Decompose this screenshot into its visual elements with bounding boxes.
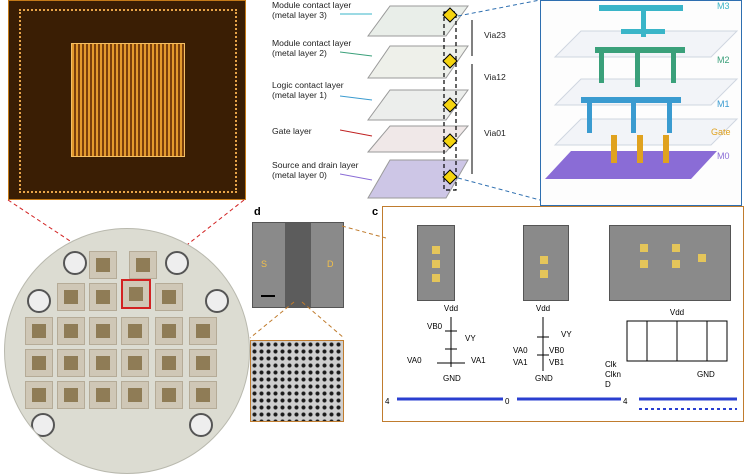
wafer-chip — [89, 283, 117, 311]
inv-vy: VY — [465, 334, 476, 343]
wafer-chip — [57, 381, 85, 409]
inv-vb0: VB0 — [427, 322, 443, 331]
wafer-chip — [155, 349, 183, 377]
stack-label-m2: M2 — [717, 55, 730, 65]
wafer-chip — [25, 317, 53, 345]
via23-label: Via23 — [484, 30, 506, 40]
seal-icon — [165, 251, 189, 275]
layer-label-gate: Gate layer — [272, 126, 312, 136]
via01-label: Via01 — [484, 128, 506, 138]
nand-va1: VA1 — [513, 358, 528, 367]
wafer-chip — [189, 349, 217, 377]
source-label: S — [261, 259, 268, 269]
nand-gnd: GND — [535, 374, 553, 383]
wafer-chip — [121, 317, 149, 345]
die-pad-ring — [19, 9, 237, 193]
d-to-c-connector — [342, 225, 386, 239]
seal-icon — [31, 413, 55, 437]
dff-clkn: Clkn — [605, 370, 621, 379]
wafer-chip — [89, 251, 117, 279]
drain-label: D — [327, 259, 334, 269]
sem-inverter — [417, 225, 455, 301]
wafer-chip — [155, 317, 183, 345]
chip-die-image — [8, 0, 246, 200]
stack-label-gate: Gate — [711, 127, 731, 137]
sem-dff — [609, 225, 731, 301]
panel-label-d: d — [254, 206, 261, 218]
wafer-chip — [25, 349, 53, 377]
plot-tick-1: 4 — [385, 397, 390, 406]
panel-c-frame: Vdd VB0 VY VA0 VA1 GND Vdd VY VA0 VB0 VA… — [382, 206, 744, 422]
dff-vdd: Vdd — [670, 308, 684, 317]
wafer-chip — [121, 381, 149, 409]
wafer-chip — [25, 381, 53, 409]
zoom-connector — [249, 301, 345, 339]
layer-label-m3: Module contact layer (metal layer 3) — [272, 0, 352, 20]
wafer-chip — [89, 317, 117, 345]
seal-icon — [27, 289, 51, 313]
waveforms — [397, 397, 737, 410]
seal-icon — [205, 289, 229, 313]
scale-bar — [261, 295, 275, 297]
layer-label-m1: Logic contact layer (metal layer 1) — [272, 80, 344, 100]
wafer-chip — [129, 251, 157, 279]
inv-va1: VA1 — [471, 356, 486, 365]
wafer-chip — [57, 317, 85, 345]
schematics: Vdd VB0 VY VA0 VA1 GND Vdd VY VA0 VB0 VA… — [407, 304, 728, 389]
nand-vb0: VB0 — [549, 346, 565, 355]
3d-stack-drawing — [545, 5, 739, 179]
seal-icon — [189, 413, 213, 437]
stack-label-m3: M3 — [717, 1, 730, 11]
layer-label-m2: Module contact layer (metal layer 2) — [272, 38, 352, 58]
plot-tick-2: 0 — [505, 397, 510, 406]
wafer-chip — [57, 283, 85, 311]
3d-layer-stack: M3 M2 M1 Gate M0 — [540, 0, 742, 206]
sem-nand — [523, 225, 569, 301]
panel-label-c: c — [372, 206, 379, 218]
wafer-chip — [89, 381, 117, 409]
selected-chip — [121, 279, 151, 309]
stack-label-m0: M0 — [717, 151, 730, 161]
nand-vb1: VB1 — [549, 358, 565, 367]
inv-va0: VA0 — [407, 356, 422, 365]
inv-gnd: GND — [443, 374, 461, 383]
inv-vdd: Vdd — [444, 304, 458, 313]
wafer-chip — [89, 349, 117, 377]
via12-label: Via12 — [484, 72, 506, 82]
dff-clk: Clk — [605, 360, 618, 369]
seal-icon — [63, 251, 87, 275]
stack-label-m1: M1 — [717, 99, 730, 109]
atomic-lattice-image — [250, 340, 344, 422]
nand-vy: VY — [561, 330, 572, 339]
dff-d: D — [605, 380, 611, 389]
wafer-chip — [57, 349, 85, 377]
layer-label-m0: Source and drain layer (metal layer 0) — [272, 160, 359, 180]
wafer-chip — [121, 349, 149, 377]
layer-stack-exploded — [340, 0, 540, 201]
sem-image-d: S D — [252, 222, 344, 308]
die-core-array — [71, 43, 185, 157]
nand-va0: VA0 — [513, 346, 528, 355]
wafer-chip — [189, 381, 217, 409]
wafer-photo — [4, 228, 250, 474]
wafer-chip — [155, 381, 183, 409]
wafer-chip — [155, 283, 183, 311]
nand-vdd: Vdd — [536, 304, 550, 313]
wafer-chip — [189, 317, 217, 345]
plot-tick-3: 4 — [623, 397, 628, 406]
dff-gnd: GND — [697, 370, 715, 379]
